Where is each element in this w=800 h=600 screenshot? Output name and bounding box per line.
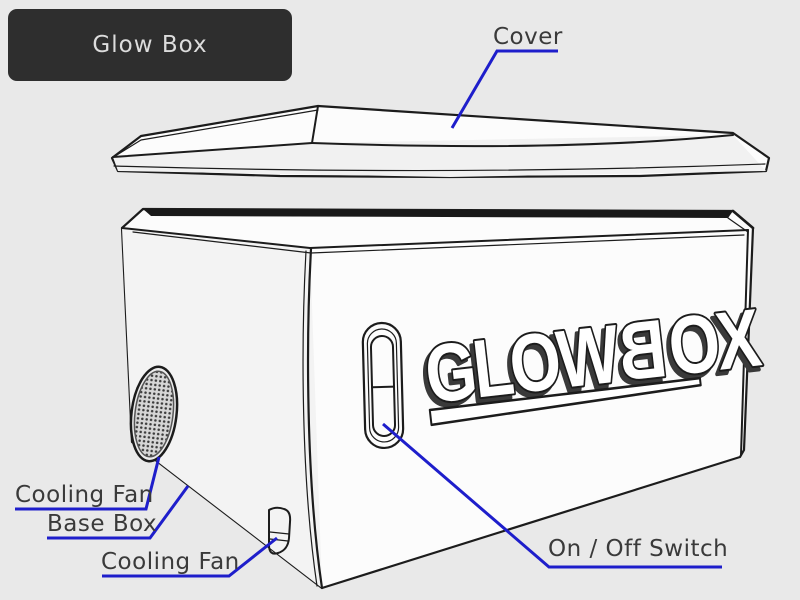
annotation-line-cooling-fan-side: [15, 456, 161, 511]
switch-divider: [371, 385, 396, 389]
base-box: [120, 207, 755, 590]
front-left-corner-edge: [306, 247, 324, 590]
vent-slat-1: [269, 531, 290, 535]
logo-underline-bar: [428, 376, 702, 427]
fan-mesh: [133, 370, 175, 458]
logo-text-ox: OX: [664, 291, 765, 392]
cover-crease-left: [112, 142, 313, 158]
annotation-line-base-box: [47, 485, 190, 540]
annotation-line-cover: [450, 49, 558, 129]
cover-bevel-band: [113, 135, 766, 177]
cooling-fan-bottom-label: Cooling Fan: [101, 549, 240, 575]
front-right-edge: [740, 229, 749, 456]
cover-lid: [110, 104, 771, 179]
box-rim-dark-band: [143, 209, 733, 218]
annotation-line-on-off-switch: [382, 422, 722, 569]
base-box-label: Base Box: [47, 511, 158, 537]
cooling-fan-side-label: Cooling Fan: [15, 482, 154, 508]
vent-outline: [268, 506, 292, 555]
title-badge: Glow Box: [8, 9, 292, 81]
cover-ridge-line: [311, 105, 319, 144]
switch-recess-inner: [366, 328, 400, 443]
left-face-top-edge: [121, 227, 311, 249]
cover-label: Cover: [493, 24, 563, 50]
on-off-switch-label: On / Off Switch: [548, 536, 729, 562]
cooling-fan-grille: [129, 365, 179, 463]
front-left-corner-edge-inner: [302, 250, 318, 587]
power-switch: [361, 321, 405, 450]
cover-crease-right: [311, 134, 734, 148]
glowbox-logo: GLOW B OX GLOW B OX: [415, 290, 766, 427]
annotation-line-cooling-fan-bottom: [102, 536, 278, 578]
title-badge-label: Glow Box: [92, 32, 208, 58]
left-face: [122, 228, 322, 588]
front-face-top-edge: [309, 229, 749, 249]
cover-underside-line: [113, 163, 766, 172]
switch-recess: [361, 321, 405, 450]
box-rim-bevel-edge: [731, 209, 755, 230]
cover-left-facet-line: [111, 109, 319, 159]
